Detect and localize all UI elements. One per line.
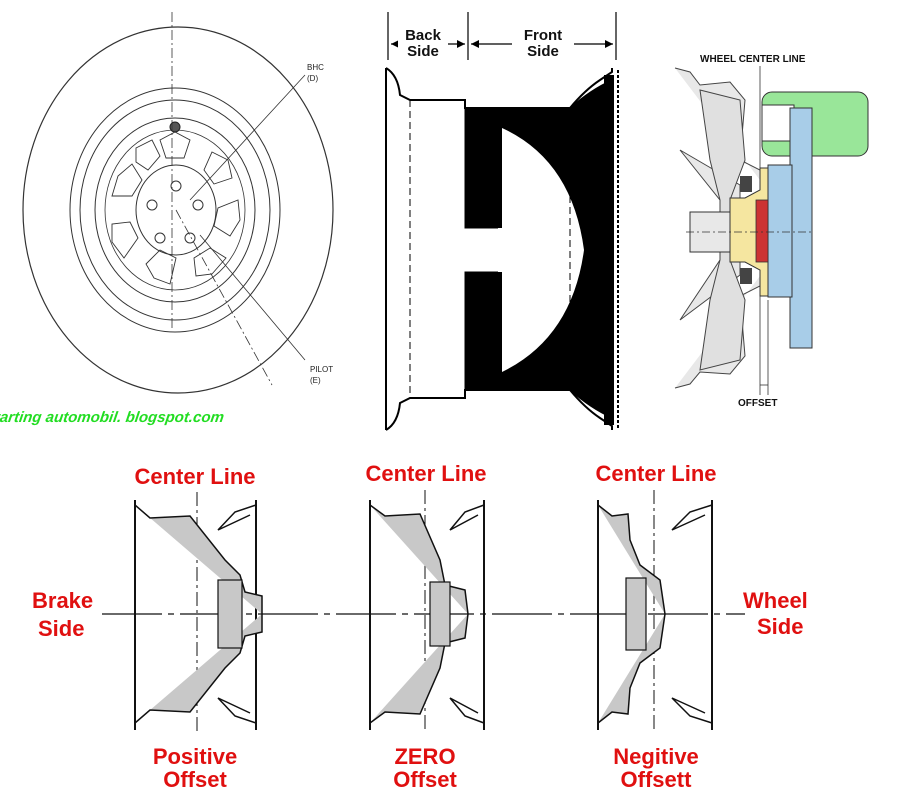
wheel-profile-bottom — [597, 613, 666, 724]
hub-flange — [767, 164, 793, 298]
front-side-label: Front — [524, 27, 562, 44]
hub-face — [625, 577, 647, 651]
lug-nut — [740, 268, 752, 284]
offset-type-label: Positive — [153, 744, 237, 769]
hub-disc — [789, 107, 813, 349]
rim-ring-2 — [79, 99, 271, 321]
rim-ring-3 — [94, 117, 256, 303]
offset-type-label: Offset — [393, 767, 457, 792]
lug-nut — [740, 176, 752, 192]
rim-outer-ring — [69, 87, 281, 333]
center-line-label: Center Line — [365, 461, 486, 486]
bhc-sub-label: (D) — [307, 74, 318, 83]
bolt-hole — [170, 180, 182, 192]
diagonal-axis-line — [175, 209, 273, 386]
spoke-windows — [111, 131, 241, 285]
wheel-profile-bottom — [369, 613, 469, 724]
brake-side-label: Side — [38, 616, 84, 641]
wheel-profile-bottom — [134, 614, 263, 724]
wheel-profile-outer-bottom — [671, 697, 713, 724]
negative-offset-wheel: Center Line Negitive Offsett — [595, 461, 716, 792]
offset-type-label: Negitive — [613, 744, 699, 769]
center-bore-gap — [466, 230, 499, 270]
wheel-profile-top — [369, 504, 469, 615]
rotor-red — [755, 199, 769, 263]
wheel-face-panel: BHC (D) PILOT (E) — [22, 12, 334, 394]
hub-face — [429, 581, 451, 647]
disc-front-face — [604, 75, 614, 425]
pilot-leader-line — [199, 234, 306, 361]
watermark-text: firestarting automobil. blogspot.com — [0, 409, 225, 426]
center-line-label: Center Line — [134, 464, 255, 489]
disc-cutout — [498, 128, 584, 372]
cross-section-panel: Back Side Front Side — [385, 12, 619, 431]
back-side-label: Side — [407, 43, 439, 60]
offset-comparison-panel: Brake Side Wheel Side Center Line Positi… — [32, 461, 808, 792]
arrowhead — [605, 40, 613, 48]
wheel-profile-outer-bottom — [217, 697, 257, 724]
wheel-side-label: Side — [757, 614, 803, 639]
back-side-label: Back — [405, 27, 442, 44]
wheel-center-line-label: WHEEL CENTER LINE — [700, 54, 806, 65]
offset-type-label: ZERO — [394, 744, 455, 769]
arrowhead — [391, 40, 399, 48]
tire-outline — [22, 26, 334, 394]
wheel-profile-top — [597, 504, 666, 615]
arrowhead — [457, 40, 465, 48]
front-side-label: Side — [527, 43, 559, 60]
offset-label: OFFSET — [738, 398, 777, 409]
bolt-hole — [184, 232, 196, 244]
pilot-label: PILOT — [310, 365, 333, 374]
center-line-label: Center Line — [595, 461, 716, 486]
wheel-profile-outer-top — [671, 504, 713, 531]
wheel-profile-outer-bottom — [449, 697, 485, 724]
hub-assembly-panel: WHEEL CENTER LINE OFFSET — [674, 54, 869, 409]
positive-offset-wheel: Center Line Positive Offset — [134, 464, 263, 792]
tire-notch — [761, 104, 795, 142]
hub-circle — [135, 164, 217, 256]
brake-side-label: Brake — [32, 588, 93, 613]
arrowhead — [471, 40, 479, 48]
bhc-leader-line — [189, 74, 306, 201]
offset-type-label: Offset — [163, 767, 227, 792]
wheel-side-label: Wheel — [743, 588, 808, 613]
valve-stem — [169, 121, 181, 133]
wheel-profile-top — [134, 504, 263, 614]
offset-type-label: Offsett — [621, 767, 693, 792]
bolt-hole — [192, 199, 204, 211]
bolt-hole — [154, 232, 166, 244]
wheel-profile-outer-top — [217, 504, 257, 531]
bhc-label: BHC — [307, 63, 324, 72]
pilot-sub-label: (E) — [310, 376, 321, 385]
rim-ring-4 — [104, 129, 246, 291]
hub-face — [217, 579, 243, 649]
wheel-profile-outer-top — [449, 504, 485, 531]
bolt-hole — [146, 199, 158, 211]
zero-offset-wheel: Center Line ZERO Offset — [365, 461, 486, 792]
